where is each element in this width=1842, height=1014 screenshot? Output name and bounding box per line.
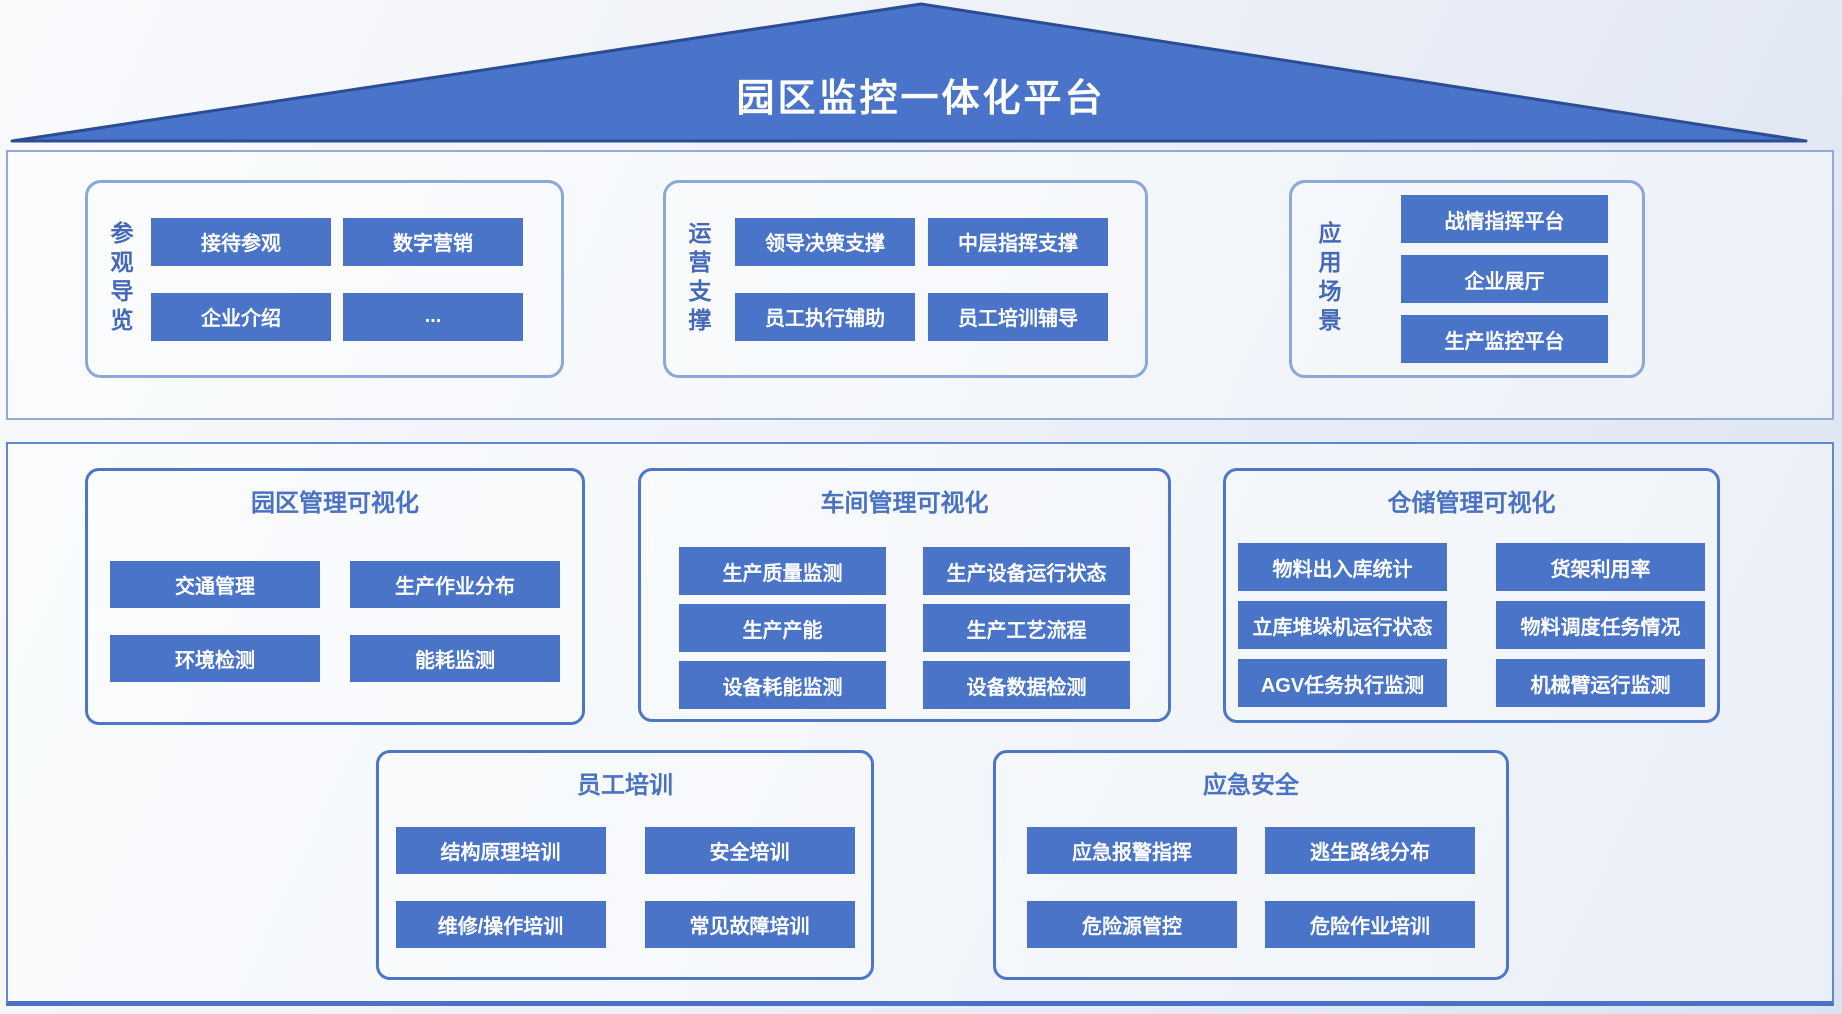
block-item: 物料出入库统计 [1238,543,1447,591]
group-park-management-title: 园区管理可视化 [251,490,419,517]
block-item: 安全培训 [644,827,855,874]
roof-shape [10,2,1808,143]
roof-banner: 园区监控一体化平台 [0,0,1842,148]
block-item: 立库堆垛机运行状态 [1238,601,1447,649]
block-item: 企业展厅 [1401,255,1608,303]
block-item: 设备数据检测 [923,661,1130,709]
block-item: 结构原理培训 [395,827,606,874]
group-staff-training-grid: 结构原理培训 安全培训 维修/操作培训 常见故障培训 [395,827,855,948]
group-warehouse-management-grid: 物料出入库统计 货架利用率 立库堆垛机运行状态 物料调度任务情况 AGV任务执行… [1238,543,1705,707]
group-emergency-safety: 应急安全 应急报警指挥 逃生路线分布 危险源管控 危险作业培训 [993,750,1509,980]
group-warehouse-management: 仓储管理可视化 物料出入库统计 货架利用率 立库堆垛机运行状态 物料调度任务情况… [1223,468,1720,723]
group-staff-training: 员工培训 结构原理培训 安全培训 维修/操作培训 常见故障培训 [376,750,874,980]
block-item: 环境检测 [110,635,320,682]
block-item: 员工执行辅助 [735,292,915,341]
block-item: 危险作业培训 [1265,901,1475,948]
group-application-scenarios-label: 应用场景 [1315,221,1341,337]
group-park-management-grid: 交通管理 生产作业分布 环境检测 能耗监测 [110,561,560,682]
group-park-management: 园区管理可视化 交通管理 生产作业分布 环境检测 能耗监测 [85,468,585,725]
block-item: 交通管理 [110,561,320,608]
block-item: 物料调度任务情况 [1496,601,1705,649]
block-item: 货架利用率 [1496,543,1705,591]
block-item: 能耗监测 [350,635,560,682]
group-visitor-tour-grid: 接待参观 数字营销 企业介绍 ... [151,217,523,341]
block-item: 逃生路线分布 [1265,827,1475,874]
group-operation-support: 运营支撑 领导决策支撑 中层指挥支撑 员工执行辅助 员工培训辅导 [663,180,1148,378]
block-item: 设备耗能监测 [679,661,886,709]
group-workshop-management-title: 车间管理可视化 [820,490,989,517]
group-emergency-safety-title: 应急安全 [1203,772,1299,799]
block-item: 数字营销 [343,217,523,266]
block-item: 中层指挥支撑 [928,217,1108,266]
group-workshop-management-grid: 生产质量监测 生产设备运行状态 生产产能 生产工艺流程 设备耗能监测 设备数据检… [679,547,1130,709]
block-item: 生产产能 [679,604,886,652]
platform-title: 园区监控一体化平台 [736,78,1106,120]
group-visitor-tour-label: 参观导览 [107,221,133,337]
block-item: AGV任务执行监测 [1238,659,1447,707]
block-item: ... [343,292,523,341]
group-emergency-safety-grid: 应急报警指挥 逃生路线分布 危险源管控 危险作业培训 [1027,827,1475,948]
group-staff-training-title: 员工培训 [577,772,673,799]
block-item: 应急报警指挥 [1027,827,1237,874]
block-item: 生产质量监测 [679,547,886,595]
block-item: 领导决策支撑 [735,217,915,266]
block-item: 危险源管控 [1027,901,1237,948]
group-application-scenarios-grid: 战情指挥平台 企业展厅 生产监控平台 [1401,195,1608,363]
block-item: 生产设备运行状态 [923,547,1130,595]
block-item: 生产监控平台 [1401,315,1608,363]
group-application-scenarios: 应用场景 战情指挥平台 企业展厅 生产监控平台 [1289,180,1645,378]
block-item: 企业介绍 [151,292,331,341]
group-operation-support-grid: 领导决策支撑 中层指挥支撑 员工执行辅助 员工培训辅导 [735,217,1108,341]
block-item: 维修/操作培训 [395,901,606,948]
block-item: 常见故障培训 [644,901,855,948]
group-operation-support-label: 运营支撑 [685,221,711,337]
group-warehouse-management-title: 仓储管理可视化 [1387,490,1556,517]
block-item: 战情指挥平台 [1401,195,1608,243]
group-visitor-tour: 参观导览 接待参观 数字营销 企业介绍 ... [85,180,564,378]
block-item: 生产工艺流程 [923,604,1130,652]
block-item: 员工培训辅导 [928,292,1108,341]
block-item: 机械臂运行监测 [1496,659,1705,707]
group-workshop-management: 车间管理可视化 生产质量监测 生产设备运行状态 生产产能 生产工艺流程 设备耗能… [638,468,1171,722]
block-item: 生产作业分布 [350,561,560,608]
block-item: 接待参观 [151,217,331,266]
